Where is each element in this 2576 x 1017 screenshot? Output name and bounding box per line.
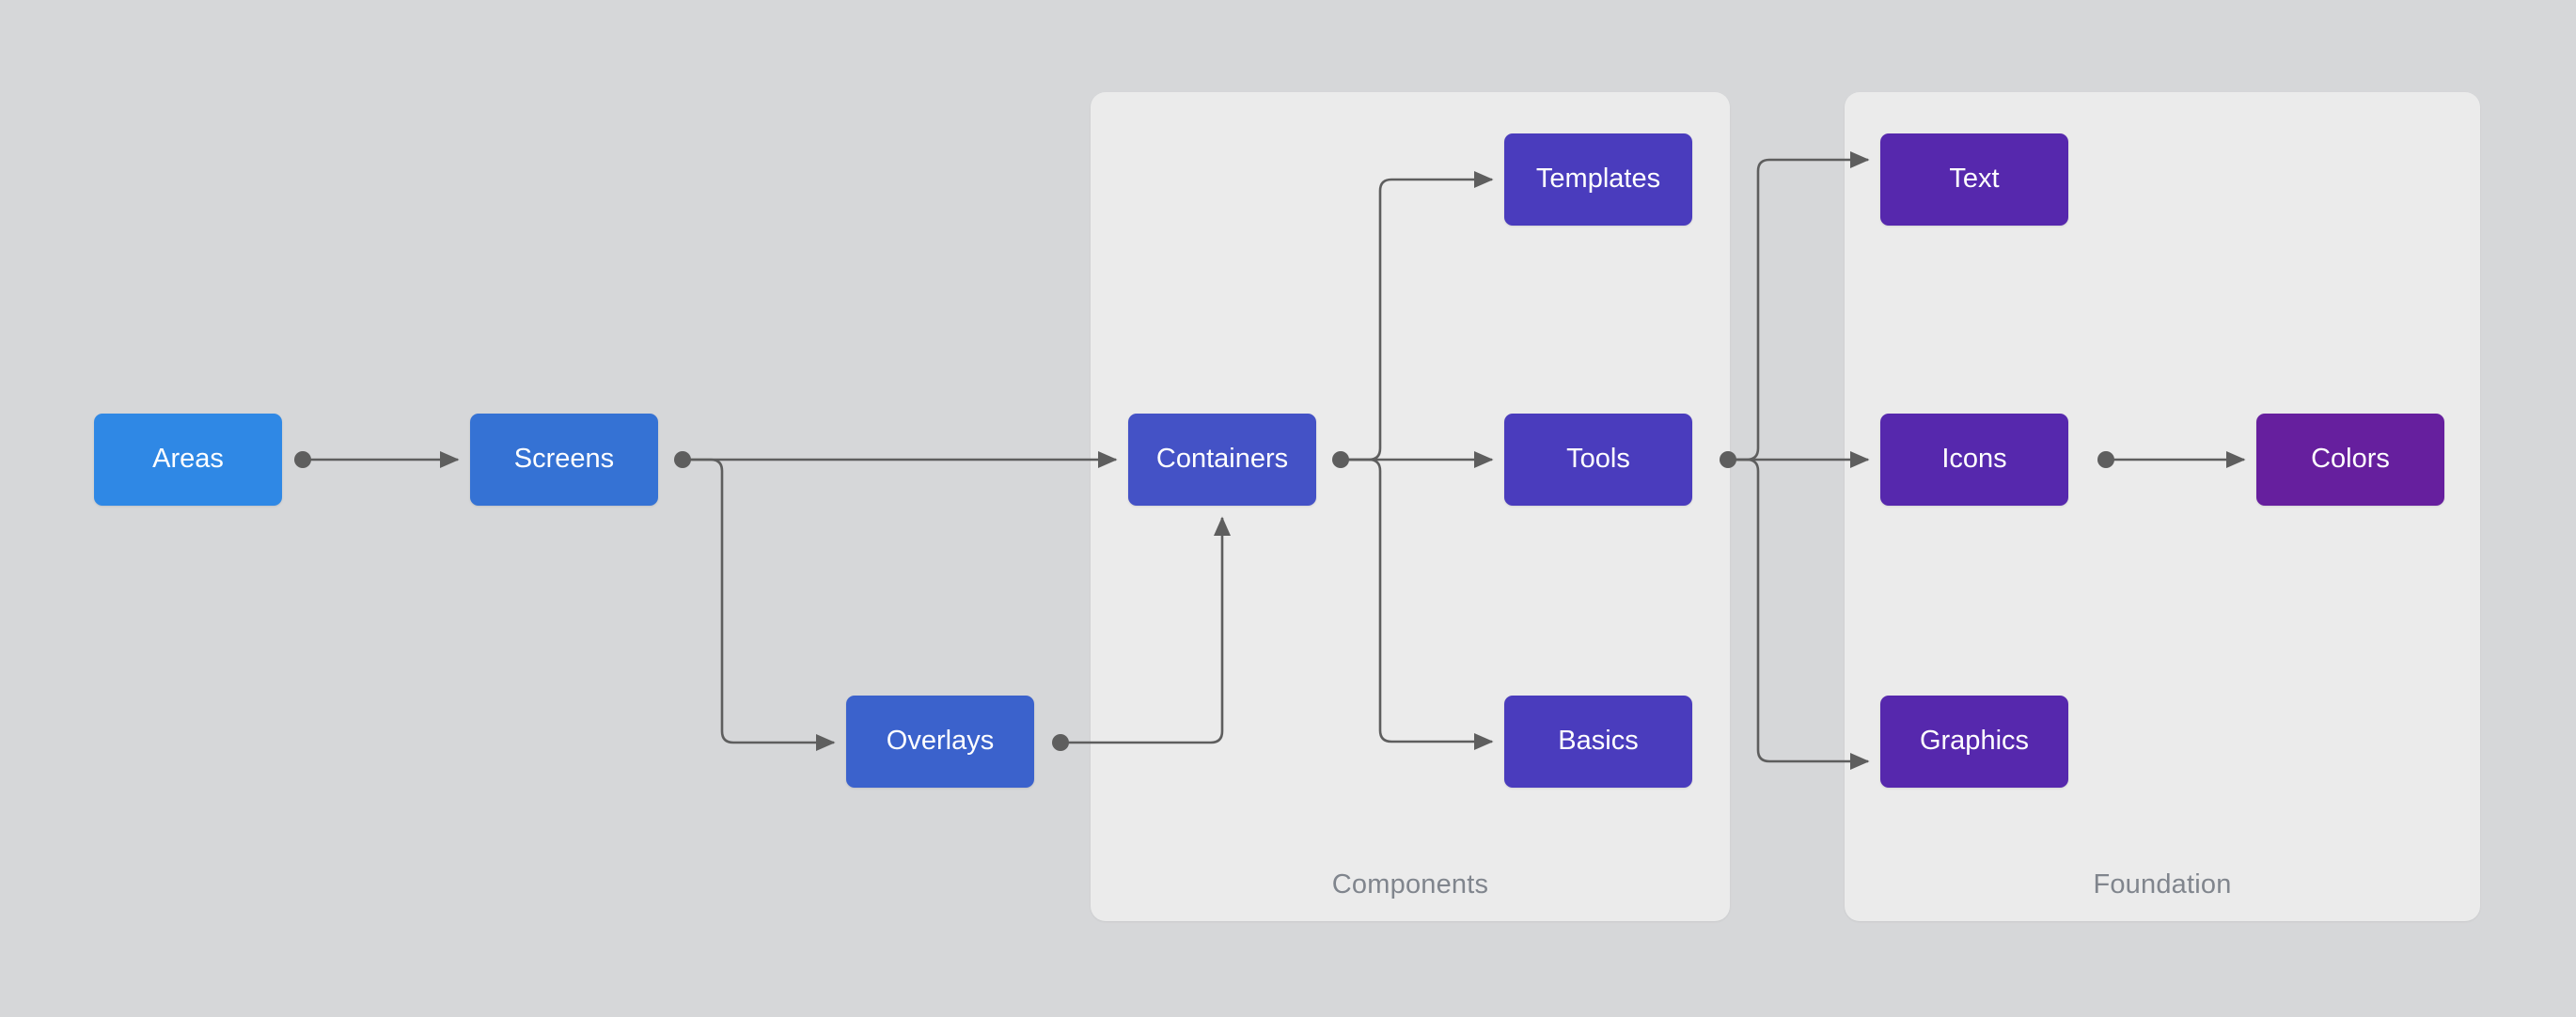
node-label-icons: Icons (1941, 444, 2007, 475)
edge-tools-to-text (1728, 150, 1870, 462)
node-label-screens: Screens (513, 444, 615, 475)
edge-source-dot-icons-to-colors (2097, 451, 2114, 468)
group-label-foundation: Foundation (2093, 869, 2232, 900)
node-label-templates: Templates (1535, 164, 1661, 195)
node-colors[interactable]: Colors (2256, 414, 2444, 506)
node-graphics[interactable]: Graphics (1880, 696, 2068, 788)
edge-source-dot-overlays-to-containers (1052, 734, 1069, 751)
node-label-overlays: Overlays (886, 726, 995, 757)
edge-tools-to-graphics (1728, 458, 1870, 771)
node-tools[interactable]: Tools (1504, 414, 1692, 506)
node-label-graphics: Graphics (1919, 726, 2030, 757)
edge-overlays-to-containers (1060, 516, 1232, 744)
group-panel-components: Components (1091, 92, 1730, 921)
node-label-areas: Areas (152, 444, 224, 475)
node-label-basics: Basics (1558, 726, 1639, 757)
node-icons[interactable]: Icons (1880, 414, 2068, 506)
node-text[interactable]: Text (1880, 133, 2068, 226)
edge-containers-to-basics (1341, 458, 1494, 751)
node-areas[interactable]: Areas (94, 414, 282, 506)
node-label-containers: Containers (1155, 444, 1289, 475)
group-label-components: Components (1331, 869, 1489, 900)
edge-screens-to-overlays (683, 458, 836, 752)
edge-source-dot-areas-to-screens (294, 451, 311, 468)
node-screens[interactable]: Screens (470, 414, 658, 506)
node-label-colors: Colors (2311, 444, 2390, 475)
node-templates[interactable]: Templates (1504, 133, 1692, 226)
node-containers[interactable]: Containers (1128, 414, 1316, 506)
node-label-tools: Tools (1566, 444, 1630, 475)
node-basics[interactable]: Basics (1504, 696, 1692, 788)
node-overlays[interactable]: Overlays (846, 696, 1034, 788)
node-label-text: Text (1949, 164, 2000, 195)
edge-containers-to-templates (1341, 170, 1494, 462)
